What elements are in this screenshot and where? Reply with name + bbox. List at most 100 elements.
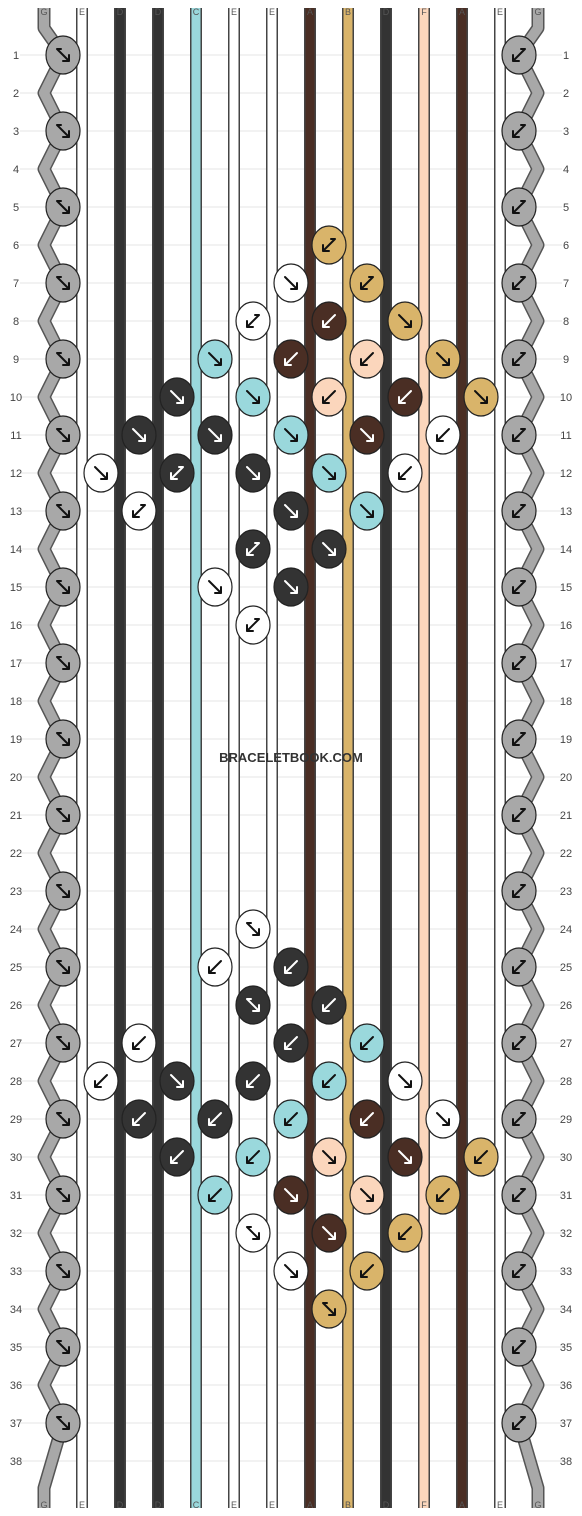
knot [425,415,461,455]
string-letter-bottom: A [459,1500,465,1510]
row-number-right: 18 [560,696,572,708]
knot-arrow-icon [132,1036,146,1050]
row-number-left: 2 [13,88,19,100]
knot [45,795,81,835]
knot [349,1023,385,1063]
knot-arrow-icon [436,352,450,366]
knot-arrow-icon [284,1188,298,1202]
knot [235,301,271,341]
row-number-right: 5 [563,202,569,214]
row-number-right: 22 [560,848,572,860]
knot-arrow-icon [398,1074,412,1088]
row-number-right: 21 [560,810,572,822]
row-number-left: 37 [10,1418,22,1430]
string-letter-top: D [383,7,390,17]
knot-arrow-icon [56,960,70,974]
knot [273,415,309,455]
knot-arrow-icon [56,1340,70,1354]
knot-arrow-icon [322,238,336,252]
knot [501,1175,537,1215]
knot [45,339,81,379]
knot [45,187,81,227]
row-number-right: 34 [560,1304,572,1316]
knot-arrow-icon [512,48,526,62]
knot [273,1023,309,1063]
knot [235,605,271,645]
knot [235,985,271,1025]
string-letter-top: E [79,7,85,17]
row-number-left: 19 [10,734,22,746]
row-number-left: 35 [10,1342,22,1354]
knot [121,491,157,531]
row-number-right: 33 [560,1266,572,1278]
knot [501,567,537,607]
row-number-right: 7 [563,278,569,290]
knot [45,1099,81,1139]
row-number-left: 18 [10,696,22,708]
knot-arrow-icon [246,922,260,936]
knot [501,1099,537,1139]
knot-arrow-icon [246,466,260,480]
knot-arrow-icon [474,1150,488,1164]
row-number-left: 12 [10,468,22,480]
knot-arrow-icon [246,1226,260,1240]
knot [121,415,157,455]
string-letter-top: A [307,7,313,17]
knot [197,567,233,607]
row-number-left: 1 [13,50,19,62]
knot-arrow-icon [170,390,184,404]
knot-arrow-icon [322,466,336,480]
knot-arrow-icon [284,960,298,974]
row-number-left: 3 [13,126,19,138]
row-number-left: 5 [13,202,19,214]
knot-arrow-icon [170,466,184,480]
string-letter-top: F [421,7,427,17]
knot-arrow-icon [512,1188,526,1202]
knot [45,871,81,911]
knot-arrow-icon [398,466,412,480]
knot [235,1213,271,1253]
knot-arrow-icon [512,808,526,822]
row-number-left: 23 [10,886,22,898]
knot-arrow-icon [322,998,336,1012]
knot-arrow-icon [398,1226,412,1240]
knot [425,339,461,379]
knot [501,491,537,531]
knot-arrow-icon [512,124,526,138]
knot [45,947,81,987]
knot-arrow-icon [284,580,298,594]
knot [501,1403,537,1443]
row-number-left: 16 [10,620,22,632]
knot-arrow-icon [208,960,222,974]
string-letter-top: E [269,7,275,17]
knot-arrow-icon [512,1112,526,1126]
row-number-right: 4 [563,164,569,176]
knot [45,1023,81,1063]
row-number-left: 13 [10,506,22,518]
knot-arrow-icon [360,428,374,442]
string-letter-top: E [231,7,237,17]
row-number-left: 4 [13,164,19,176]
string-letter-bottom: E [269,1500,275,1510]
knot-arrow-icon [132,1112,146,1126]
knot [311,1137,347,1177]
knot-arrow-icon [512,960,526,974]
knot-arrow-icon [132,428,146,442]
row-number-right: 11 [560,430,571,442]
knot [387,1213,423,1253]
knot-arrow-icon [56,1416,70,1430]
knot [235,453,271,493]
string-letter-bottom: D [155,1500,162,1510]
knot [273,1251,309,1291]
row-number-right: 31 [560,1190,572,1202]
knot [83,453,119,493]
knot-arrow-icon [56,1188,70,1202]
knot [45,415,81,455]
knot [311,1213,347,1253]
row-number-left: 15 [10,582,22,594]
row-number-left: 33 [10,1266,22,1278]
knot [387,1137,423,1177]
knot-arrow-icon [208,352,222,366]
knot-arrow-icon [56,276,70,290]
knot-arrow-icon [322,542,336,556]
